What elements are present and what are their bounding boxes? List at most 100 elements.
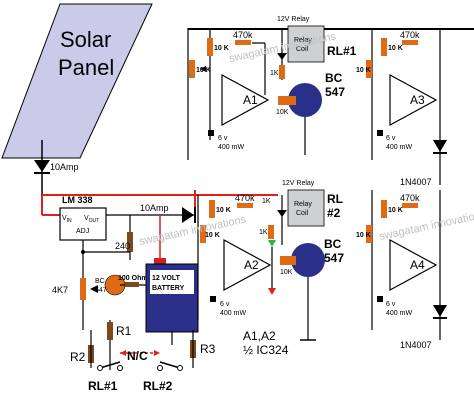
zener-a2 bbox=[210, 296, 216, 302]
resistor-470k-a2 bbox=[237, 203, 253, 208]
small-bc-line2: 547 bbox=[95, 287, 107, 294]
second-diode bbox=[182, 207, 194, 223]
zener-a1-mw: 400 mW bbox=[218, 144, 244, 151]
r10k-a3b-label: 10 K bbox=[356, 67, 371, 74]
a4-label: A4 bbox=[410, 258, 425, 272]
r1-label: R1 bbox=[116, 324, 132, 338]
relay2-coil bbox=[287, 189, 325, 227]
opamp-a3 bbox=[389, 73, 438, 127]
r1k-a1-label: 1K bbox=[270, 70, 279, 77]
diode-out-1-label: 1N4007 bbox=[400, 177, 432, 187]
solar-label-2: Panel bbox=[58, 55, 114, 80]
r1k-a2b-label: 1K bbox=[262, 198, 271, 205]
r470k-a2-label: 470k bbox=[235, 193, 255, 203]
relay2-title: 12V Relay bbox=[282, 180, 315, 187]
relay1-coil-1: Relay bbox=[294, 37, 312, 44]
r2-label: R2 bbox=[70, 350, 86, 364]
resistor-100ohm bbox=[125, 282, 139, 287]
resistor-10k-a1 bbox=[207, 38, 213, 56]
opamp-a2 bbox=[223, 238, 272, 292]
r3-label: R3 bbox=[200, 342, 216, 356]
switch-rl1: RL#1 bbox=[88, 379, 118, 393]
relay1-coil-2: Coil bbox=[296, 46, 309, 53]
resistor-10k-a3b bbox=[366, 60, 372, 78]
r10k-a2b-label: 10 K bbox=[205, 232, 220, 239]
watermark-2: swagatam innovations bbox=[138, 213, 247, 247]
zener-a1 bbox=[208, 130, 214, 136]
r10k-q1-label: 10K bbox=[276, 109, 289, 116]
solar-panel bbox=[1, 3, 153, 159]
q1-line1: BC bbox=[325, 71, 343, 85]
resistor-10k-a4 bbox=[381, 200, 387, 218]
zener-a3-mw: 400 mW bbox=[386, 144, 412, 151]
nc-label: N/C bbox=[127, 349, 148, 363]
resistor-1k-a2 bbox=[268, 225, 274, 239]
diode-out-2 bbox=[433, 305, 447, 317]
zener-a2-mw: 400 mW bbox=[220, 310, 246, 317]
zener-a3-v: 6 v bbox=[386, 135, 396, 142]
relay2-name-2: #2 bbox=[327, 206, 341, 220]
regulator-name: LM 338 bbox=[62, 195, 93, 205]
resistor-1k-a1 bbox=[279, 65, 285, 79]
q1-line2: 547 bbox=[325, 85, 345, 99]
zener-a3 bbox=[377, 130, 383, 136]
resistor-10k-a1b bbox=[189, 60, 195, 78]
regulator-vin: VIN bbox=[62, 215, 72, 224]
r10k-a2-label: 10 K bbox=[216, 207, 231, 214]
regulator-vout: VOUT bbox=[84, 215, 99, 224]
main-diode bbox=[34, 160, 50, 172]
led-red bbox=[268, 288, 276, 295]
transistor-q2 bbox=[291, 243, 325, 277]
relay1-title: 12V Relay bbox=[277, 16, 310, 23]
zener-a4 bbox=[377, 296, 383, 302]
solar-label-1: Solar bbox=[60, 27, 111, 52]
small-bc-line1: BC bbox=[95, 278, 105, 285]
r470k-a3-label: 470k bbox=[400, 30, 420, 40]
resistor-10k-q1 bbox=[278, 96, 296, 105]
relay1-name: RL#1 bbox=[327, 44, 357, 58]
r1k-a2-label: 1K bbox=[259, 229, 268, 236]
relay2-name-1: RL bbox=[327, 192, 343, 206]
r470k-a4-label: 470k bbox=[400, 193, 420, 203]
transistor-q1 bbox=[288, 83, 322, 117]
r240-label: 240 bbox=[115, 241, 130, 251]
a2-label: A2 bbox=[244, 258, 259, 272]
main-diode-label: 10Amp bbox=[50, 162, 79, 172]
relay1-coil bbox=[287, 25, 325, 63]
diode-out-1 bbox=[433, 140, 447, 152]
r100-label: 100 Ohms bbox=[118, 275, 152, 282]
battery-line2: BATTERY bbox=[152, 285, 185, 292]
resistor-10k-a4b bbox=[366, 225, 372, 243]
resistor-r1 bbox=[107, 322, 113, 340]
r10k-a4-label: 10 K bbox=[388, 207, 403, 214]
r4k7-label: 4K7 bbox=[52, 285, 68, 295]
q2-line2: 547 bbox=[324, 251, 344, 265]
resistor-470k-a1 bbox=[235, 40, 251, 45]
resistor-10k-a3 bbox=[381, 38, 387, 56]
r10k-a4b-label: 10 K bbox=[356, 232, 371, 239]
r10k-q2-label: 10K bbox=[280, 269, 293, 276]
battery-cap bbox=[154, 258, 166, 264]
a3-label: A3 bbox=[410, 93, 425, 107]
zener-a2-v: 6 v bbox=[220, 301, 230, 308]
opamp-a4 bbox=[389, 238, 438, 292]
resistor-470k-a3 bbox=[402, 40, 418, 45]
battery-line1: 12 VOLT bbox=[152, 275, 181, 282]
resistor-470k-a4 bbox=[402, 203, 418, 208]
led-green bbox=[268, 240, 276, 247]
ic-note-1: A1,A2 bbox=[243, 329, 276, 343]
r10k-a3-label: 10 K bbox=[388, 45, 403, 52]
resistor-10k-a2 bbox=[209, 200, 215, 218]
zener-a4-mw: 400 mW bbox=[386, 310, 412, 317]
a1-label: A1 bbox=[243, 93, 258, 107]
r470k-a1-label: 470k bbox=[233, 30, 253, 40]
resistor-10k-q2 bbox=[280, 256, 296, 265]
zener-a4-v: 6 v bbox=[386, 301, 396, 308]
ic-note-2: ½ IC324 bbox=[243, 343, 289, 357]
regulator-adj: ADJ bbox=[76, 228, 89, 235]
diode-out-2-label: 1N4007 bbox=[400, 340, 432, 350]
relay2-coil-2: Coil bbox=[296, 210, 309, 217]
opamp-a1 bbox=[221, 73, 270, 127]
